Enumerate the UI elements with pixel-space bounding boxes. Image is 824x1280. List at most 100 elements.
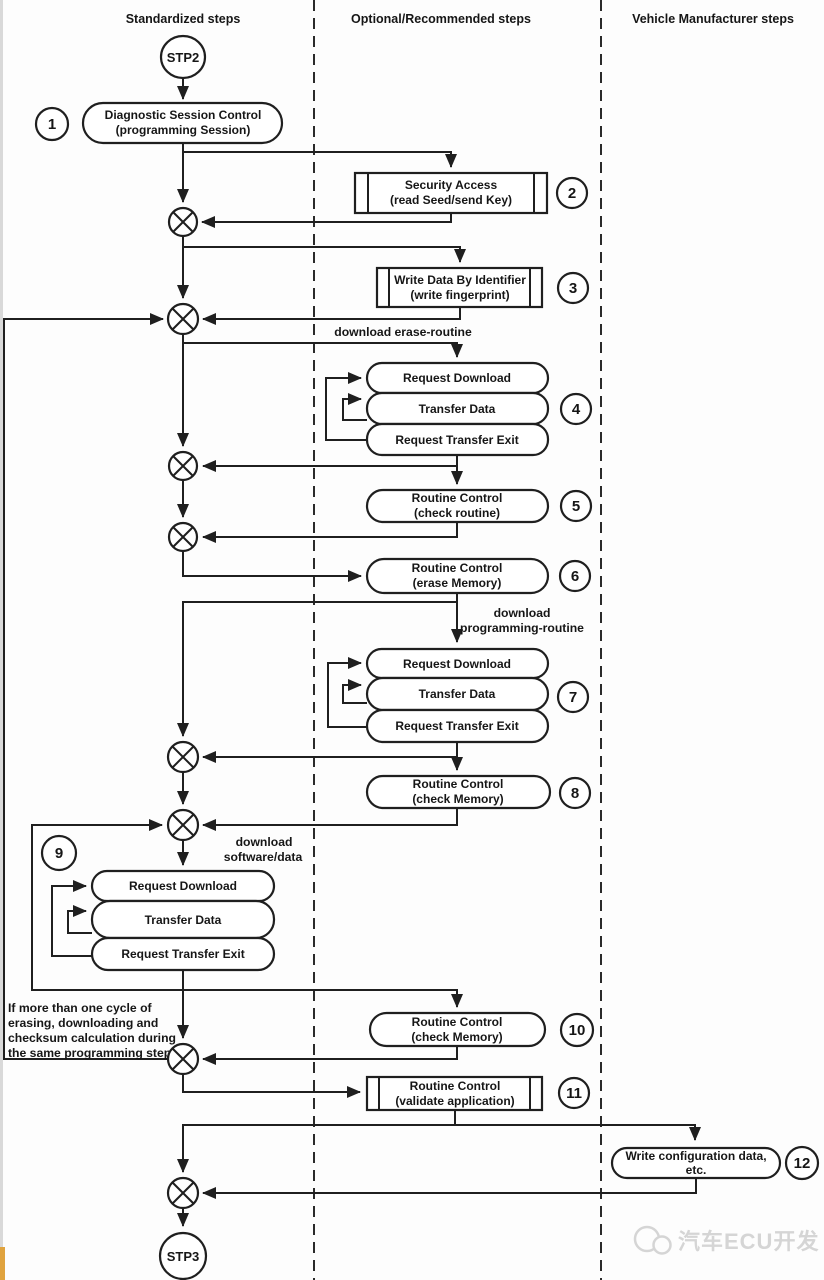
svg-text:Diagnostic Session Control: Diagnostic Session Control xyxy=(105,108,262,122)
node-request-transfer-exit-7: Request Transfer Exit xyxy=(365,708,550,744)
svg-text:Request Transfer Exit: Request Transfer Exit xyxy=(121,947,244,961)
connector xyxy=(183,342,463,358)
connector xyxy=(201,213,452,228)
svg-text:checksum calculation during: checksum calculation during xyxy=(8,1031,176,1045)
step-badge-11: 11 xyxy=(557,1076,591,1110)
node-write-configuration-data: Write configuration data, etc. xyxy=(610,1146,782,1180)
svg-text:10: 10 xyxy=(569,1022,586,1039)
connector xyxy=(455,1124,701,1141)
svg-text:1: 1 xyxy=(48,116,56,133)
connector-loop xyxy=(325,372,367,441)
svg-text:(read Seed/send Key): (read Seed/send Key) xyxy=(390,193,512,207)
connector xyxy=(182,1074,361,1098)
svg-text:Security Access: Security Access xyxy=(405,178,498,192)
terminal-stp2-label: STP2 xyxy=(167,50,200,65)
svg-text:Routine Control: Routine Control xyxy=(413,777,504,791)
svg-text:the same programming step: the same programming step xyxy=(8,1046,171,1060)
connector xyxy=(202,1046,458,1065)
scan-edge-artifact xyxy=(0,0,3,1280)
connector xyxy=(202,522,458,543)
svg-text:Transfer Data: Transfer Data xyxy=(419,687,496,701)
svg-text:Write configuration data,: Write configuration data, xyxy=(625,1149,766,1163)
connector-loop xyxy=(342,679,367,704)
svg-text:Transfer Data: Transfer Data xyxy=(419,402,496,416)
svg-text:4: 4 xyxy=(572,401,581,418)
svg-text:(check routine): (check routine) xyxy=(414,506,500,520)
node-routine-control-check-memory-8: Routine Control (check Memory) xyxy=(365,774,552,810)
connector-loop-restart xyxy=(3,313,168,1060)
label-download-programming-routine-2: programming-routine xyxy=(460,621,584,635)
wechat-logo-icon xyxy=(652,1235,672,1255)
step-badge-1: 1 xyxy=(34,106,70,142)
svg-text:Transfer Data: Transfer Data xyxy=(145,913,222,927)
label-download-software-data-1: download xyxy=(236,835,293,849)
svg-text:12: 12 xyxy=(794,1155,811,1172)
terminal-stp3-label: STP3 xyxy=(167,1249,200,1264)
connector xyxy=(183,246,466,263)
label-download-erase-routine: download erase-routine xyxy=(334,325,472,339)
svg-text:9: 9 xyxy=(55,845,63,862)
svg-text:7: 7 xyxy=(569,689,577,706)
connector xyxy=(177,1110,456,1173)
svg-text:2: 2 xyxy=(568,185,576,202)
svg-text:Routine Control: Routine Control xyxy=(412,491,503,505)
connector xyxy=(177,601,457,737)
connector xyxy=(182,551,362,582)
loop-note: If more than one cycle of erasing, downl… xyxy=(8,1001,176,1060)
svg-text:Routine Control: Routine Control xyxy=(412,1015,503,1029)
connector-loop-data xyxy=(31,819,183,991)
node-write-data-by-identifier: Write Data By Identifier (write fingerpr… xyxy=(375,266,544,309)
step-badge-4: 4 xyxy=(559,392,593,426)
svg-text:(erase Memory): (erase Memory) xyxy=(413,576,502,590)
svg-text:etc.: etc. xyxy=(686,1163,707,1177)
connector xyxy=(202,808,458,831)
xor-junction-7 xyxy=(166,1042,200,1076)
terminal-stp3: STP3 xyxy=(158,1231,208,1280)
xor-junction-3 xyxy=(167,450,199,482)
step-badge-5: 5 xyxy=(559,489,593,523)
watermark-text: 汽车ECU开发 xyxy=(678,1229,819,1254)
node-transfer-data-7: Transfer Data xyxy=(365,676,550,712)
xor-junction-5 xyxy=(166,740,200,774)
svg-text:Routine Control: Routine Control xyxy=(410,1079,501,1093)
connector-loop xyxy=(342,393,367,421)
svg-text:(write fingerprint): (write fingerprint) xyxy=(410,288,509,302)
step-badge-3: 3 xyxy=(556,271,590,305)
svg-text:11: 11 xyxy=(566,1085,582,1102)
svg-text:Request Download: Request Download xyxy=(403,657,511,671)
connector xyxy=(202,1178,697,1199)
node-request-download-4: Request Download xyxy=(365,361,550,395)
connector-loop xyxy=(51,880,92,957)
svg-text:(validate application): (validate application) xyxy=(395,1094,514,1108)
label-download-programming-routine-1: download xyxy=(494,606,551,620)
terminal-stp2: STP2 xyxy=(159,34,207,80)
svg-text:Request Download: Request Download xyxy=(403,371,511,385)
connector xyxy=(183,151,457,168)
svg-text:Routine Control: Routine Control xyxy=(412,561,503,575)
svg-text:Request Transfer Exit: Request Transfer Exit xyxy=(395,719,518,733)
step-badge-2: 2 xyxy=(555,176,589,210)
node-diagnostic-session-control: Diagnostic Session Control (programming … xyxy=(81,101,284,145)
svg-text:8: 8 xyxy=(571,785,579,802)
node-request-transfer-exit-9: Request Transfer Exit xyxy=(90,936,276,972)
node-security-access: Security Access (read Seed/send Key) xyxy=(353,171,549,215)
step-badge-8: 8 xyxy=(558,776,592,810)
svg-text:(programming Session): (programming Session) xyxy=(116,123,251,137)
svg-text:If more than one cycle of: If more than one cycle of xyxy=(8,1001,153,1015)
svg-text:(check Memory): (check Memory) xyxy=(411,1030,502,1044)
watermark: 汽车ECU开发 xyxy=(633,1225,819,1255)
svg-text:erasing, downloading and: erasing, downloading and xyxy=(8,1016,158,1030)
step-badge-7: 7 xyxy=(556,680,590,714)
scan-corner-artifact xyxy=(0,1247,5,1280)
node-routine-control-erase-memory: Routine Control (erase Memory) xyxy=(365,557,550,595)
node-transfer-data-9: Transfer Data xyxy=(90,899,276,940)
node-routine-control-check-routine: Routine Control (check routine) xyxy=(365,488,550,524)
label-download-software-data-2: software/data xyxy=(224,850,303,864)
column-header-manufacturer: Vehicle Manufacturer steps xyxy=(632,12,794,26)
step-badge-10: 10 xyxy=(559,1012,595,1048)
svg-text:5: 5 xyxy=(572,498,580,515)
connector-loop xyxy=(67,905,92,934)
svg-text:Request Download: Request Download xyxy=(129,879,237,893)
